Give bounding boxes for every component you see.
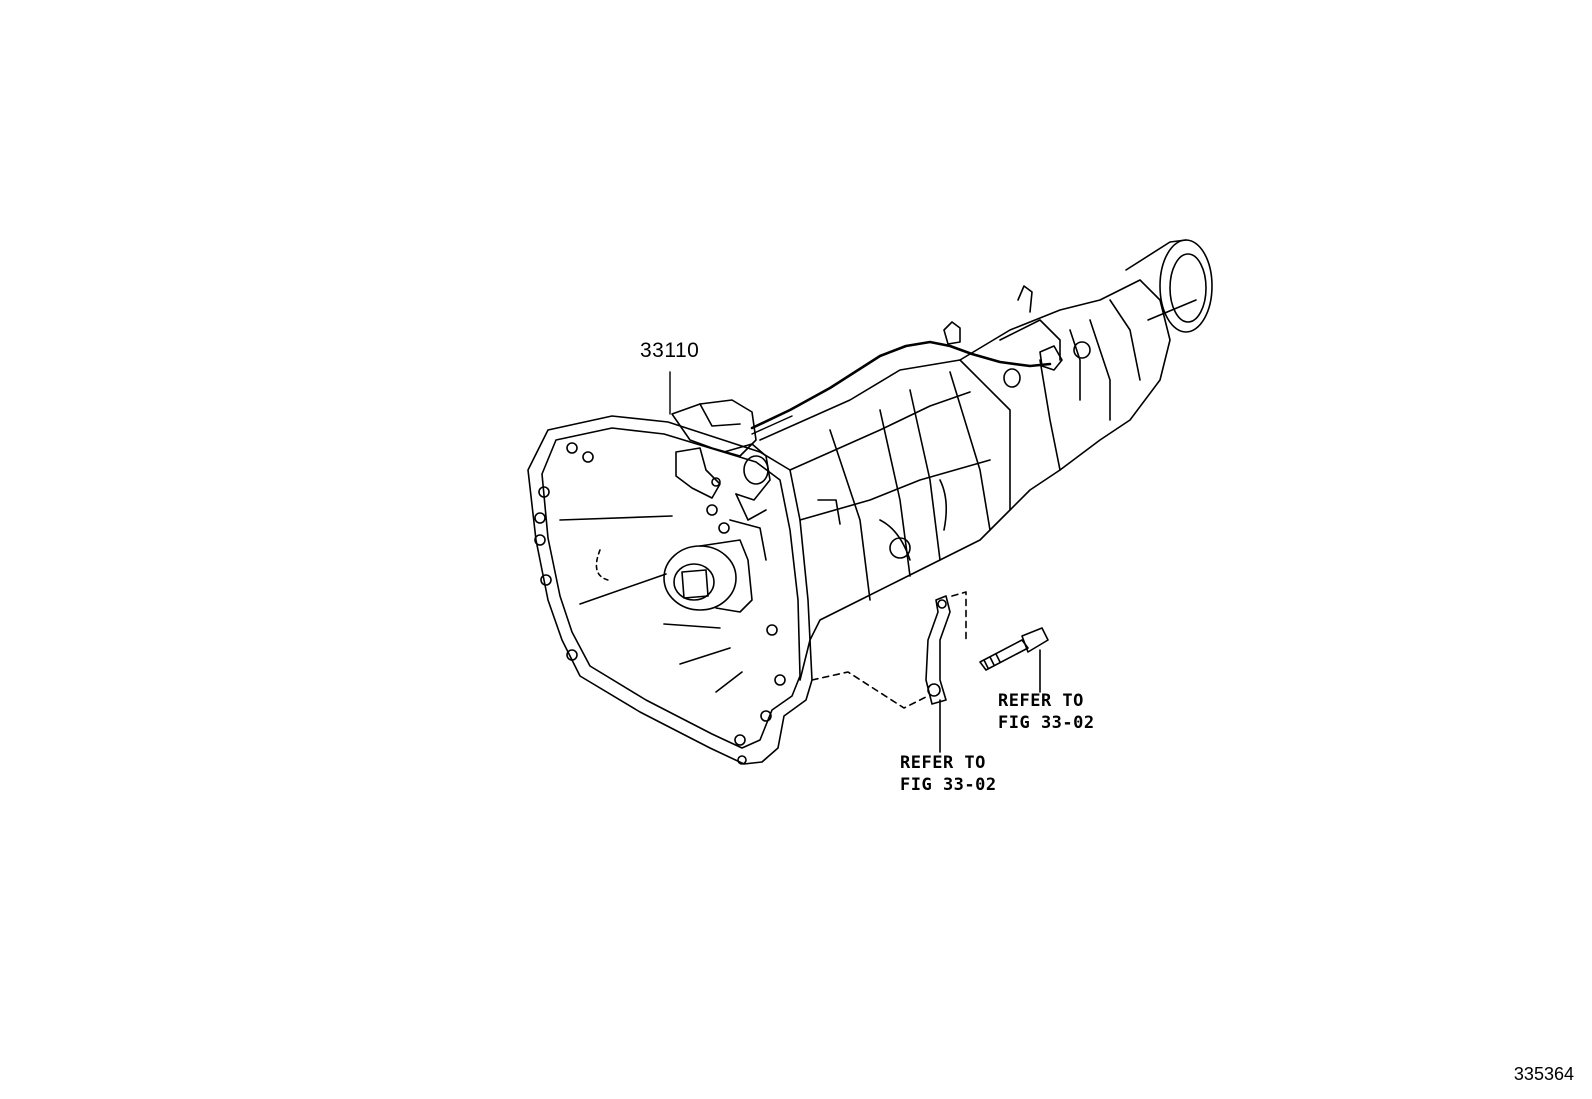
diagram-id: 335364 xyxy=(1513,1064,1574,1084)
refer-to-fig-note-upper[interactable]: REFER TO FIG 33-02 xyxy=(998,690,1095,734)
refer-line1: REFER TO xyxy=(998,691,1084,711)
release-fork-area xyxy=(671,399,771,521)
output-flange xyxy=(1125,239,1213,333)
refer-line2: FIG 33-02 xyxy=(900,775,997,795)
input-shaft xyxy=(663,519,767,613)
bell-housing-flange xyxy=(541,427,801,749)
refer-to-fig-note-lower[interactable]: REFER TO FIG 33-02 xyxy=(900,752,997,796)
mount-bolt xyxy=(979,627,1049,693)
extension-housing xyxy=(959,279,1171,511)
refer-line2: FIG 33-02 xyxy=(998,713,1095,733)
part-number-33110[interactable]: 33110 xyxy=(640,339,700,362)
main-case xyxy=(759,359,1011,681)
mount-bracket xyxy=(811,591,967,753)
flange-bolt-holes xyxy=(534,442,786,765)
wire-harness xyxy=(750,340,1052,430)
refer-line1: REFER TO xyxy=(900,753,986,773)
harness-connector xyxy=(943,321,961,345)
bell-housing-outline xyxy=(527,415,813,765)
